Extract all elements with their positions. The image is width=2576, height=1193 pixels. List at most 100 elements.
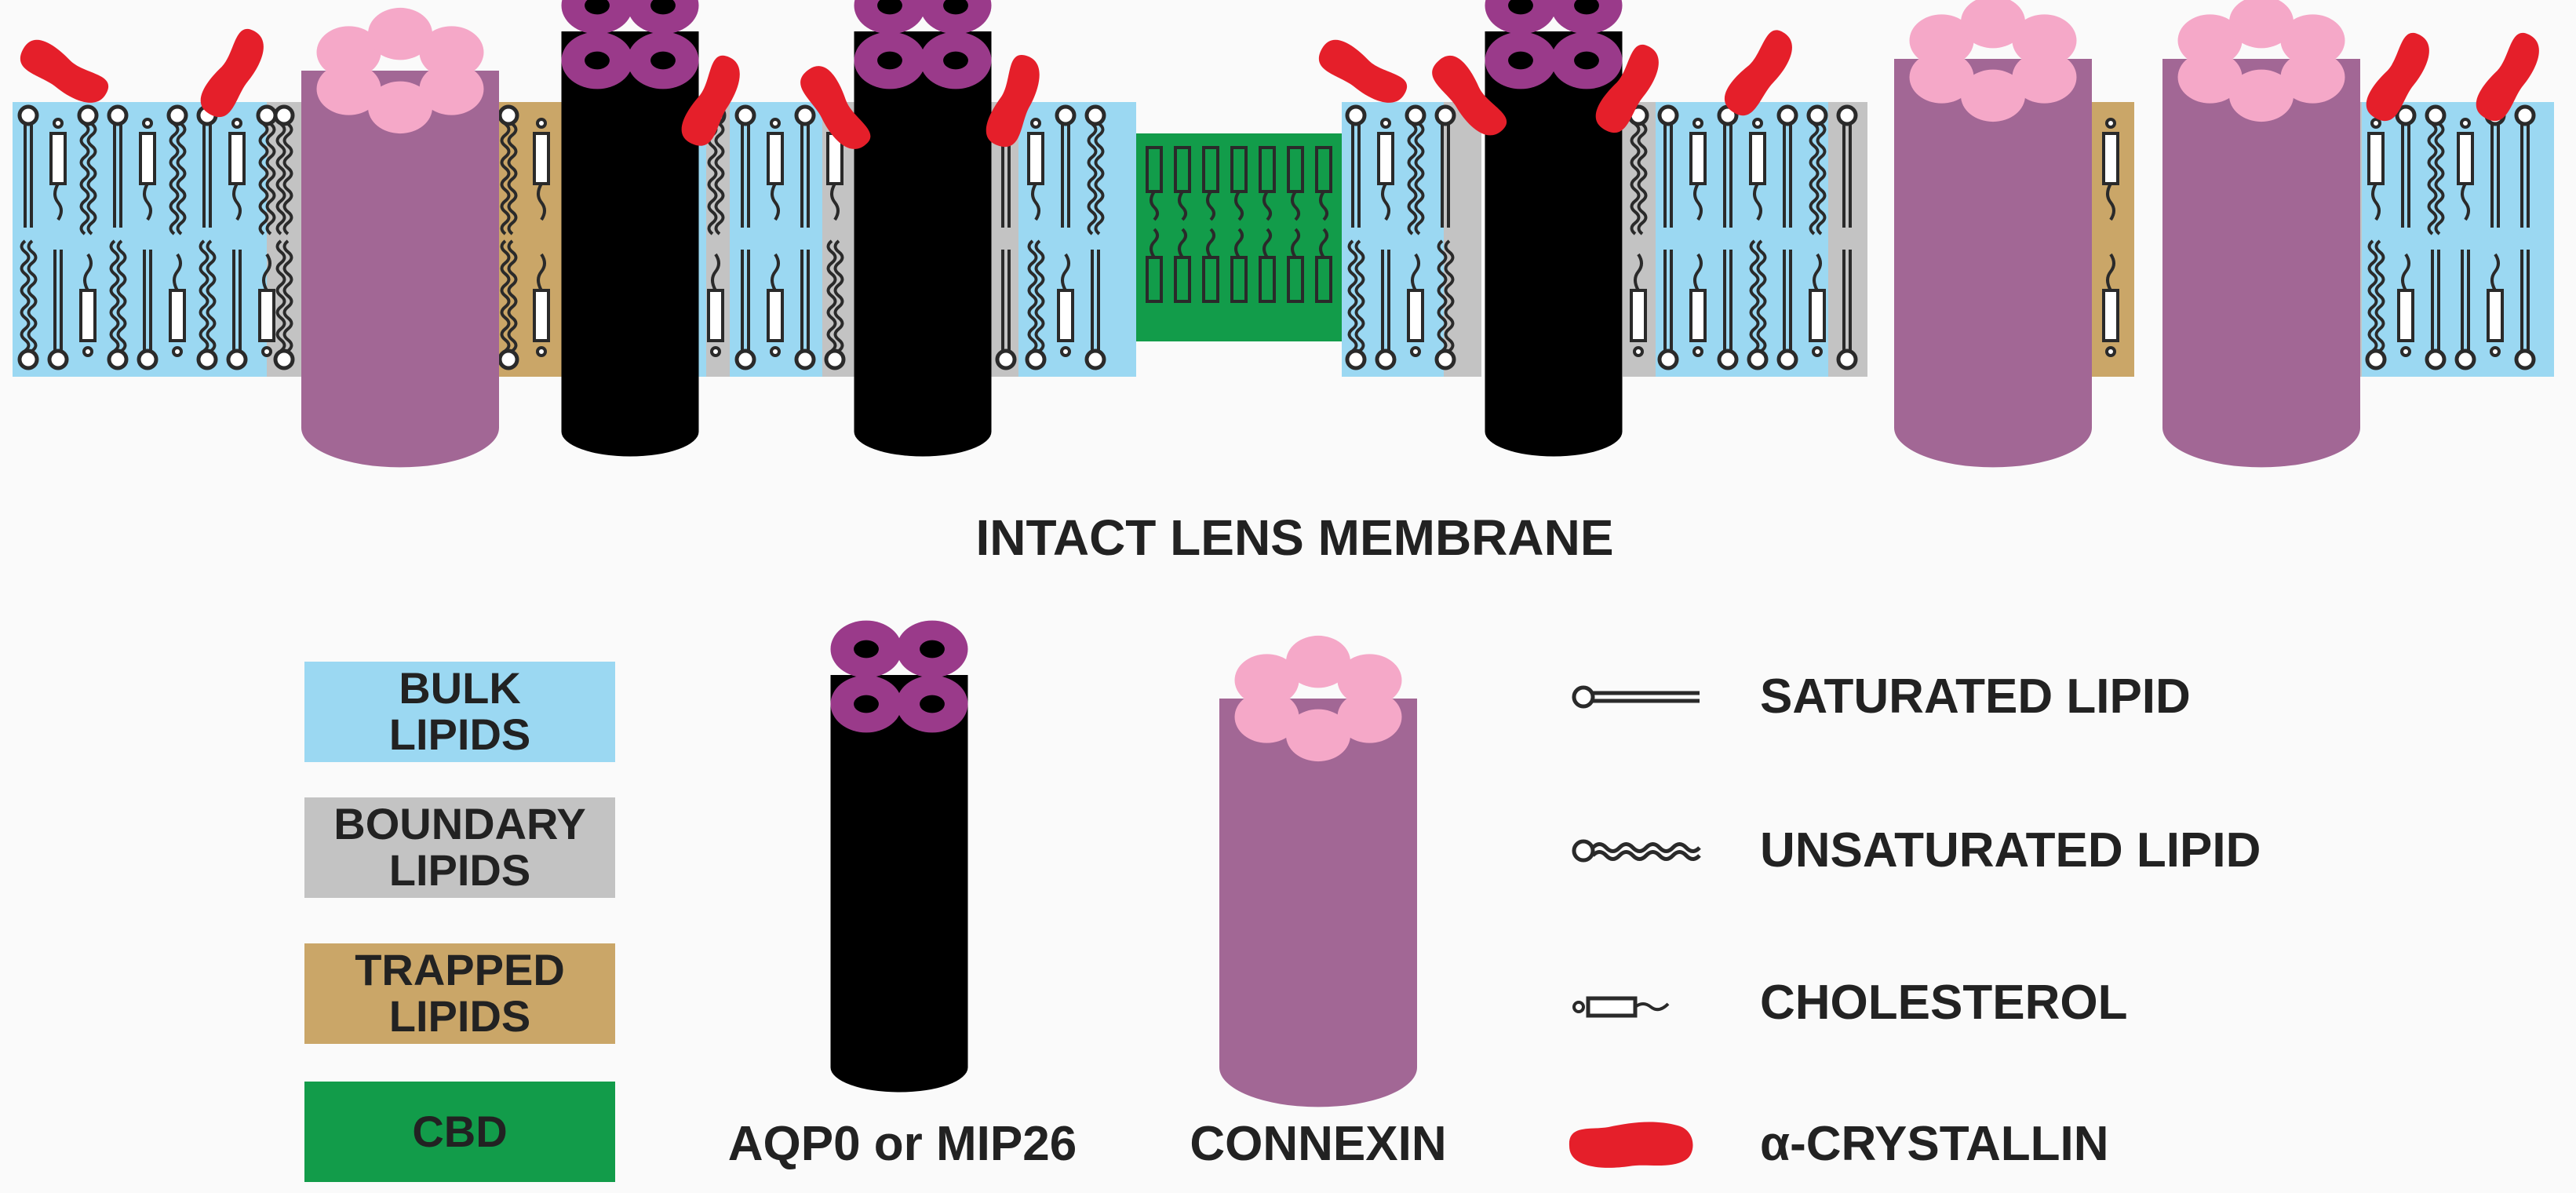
- unsaturated-lipid: [77, 104, 99, 235]
- saturated-lipid: [1717, 250, 1739, 370]
- unsaturated-lipid: [2425, 104, 2447, 235]
- unsaturated-lipid: [273, 239, 295, 370]
- unsaturated-lipid: [1025, 239, 1047, 370]
- unsaturated-lipid: [497, 104, 519, 235]
- saturated-lipid: [1776, 104, 1798, 228]
- membrane-bilayer: [13, 0, 2554, 468]
- cholesterol: [228, 118, 246, 221]
- swatch-cbd: CBD: [304, 1082, 615, 1182]
- boundary-lipid-region: [1828, 102, 1867, 377]
- saturated-lipid: [1836, 250, 1858, 370]
- cholesterol: [707, 253, 724, 357]
- cholesterol: [258, 253, 275, 357]
- cholesterol: [2102, 118, 2119, 221]
- swatch-label: CBD: [412, 1106, 508, 1156]
- legend-crystallin: α-CRYSTALLIN: [1760, 1117, 2109, 1171]
- diagram-title: INTACT LENS MEMBRANE: [975, 509, 1614, 566]
- unsaturated-lipid: [497, 239, 519, 370]
- unsaturated-lipid: [166, 104, 188, 235]
- alpha-crystallin: [681, 55, 740, 146]
- unsaturated-lipid: [2365, 239, 2387, 370]
- saturated-lipid: [137, 250, 158, 370]
- unsaturated-lipid: [107, 239, 129, 370]
- unsaturated-lipid: [1084, 104, 1106, 235]
- unsaturated-lipid: [1345, 239, 1367, 370]
- saturated-lipid: [1836, 104, 1858, 228]
- alpha-crystallin: [20, 39, 108, 103]
- saturated-lipid: [1345, 104, 1367, 228]
- legend-icons: [830, 620, 1701, 1168]
- cholesterol: [1689, 253, 1707, 357]
- unsaturated-lipid: [196, 239, 218, 370]
- aqp0-protein: [561, 0, 699, 457]
- cholesterol-icon: [1572, 996, 1670, 1018]
- saturated-lipid: [1776, 250, 1798, 370]
- saturated-lipid: [1055, 104, 1077, 228]
- cholesterol: [2367, 118, 2385, 221]
- unsaturated-lipid-icon: [1572, 839, 1701, 863]
- saturated-lipid: [1434, 104, 1456, 228]
- saturated-lipid-icon: [1572, 685, 1700, 709]
- saturated-lipid: [734, 250, 756, 370]
- legend-unsaturated-lipid: UNSATURATED LIPID: [1760, 823, 2261, 877]
- cbd-domain: [1136, 133, 1342, 341]
- alpha-crystallin: [986, 54, 1040, 148]
- saturated-lipid: [1657, 250, 1679, 370]
- swatch-label: BULK: [399, 663, 521, 713]
- unsaturated-lipid: [1806, 104, 1828, 235]
- cholesterol: [1407, 253, 1424, 357]
- swatch-label: LIPIDS: [388, 845, 531, 895]
- aqp0-label: AQP0 or MIP26: [727, 1117, 1077, 1171]
- saturated-lipid: [2514, 250, 2536, 370]
- swatch-label: LIPIDS: [388, 710, 531, 759]
- alpha-crystallin: [1432, 55, 1507, 136]
- saturated-lipid: [794, 104, 816, 228]
- legend-saturated-lipid: SATURATED LIPID: [1760, 669, 2191, 724]
- alpha-crystallin: [800, 66, 871, 149]
- connexin-icon: [1219, 635, 1417, 1107]
- saturated-lipid: [2514, 104, 2536, 228]
- connexin-label: CONNEXIN: [1190, 1117, 1447, 1171]
- unsaturated-lipid: [824, 239, 846, 370]
- alpha-crystallin: [2476, 33, 2539, 122]
- cholesterol: [49, 118, 67, 221]
- cholesterol: [533, 118, 550, 221]
- saturated-lipid: [734, 104, 756, 228]
- connexin-protein: [301, 7, 499, 468]
- saturated-lipid: [2454, 250, 2476, 370]
- connexin-protein: [1894, 0, 2092, 468]
- unsaturated-lipid: [1747, 239, 1769, 370]
- cholesterol: [1057, 253, 1074, 357]
- cholesterol: [2397, 253, 2414, 357]
- legend-cholesterol: CHOLESTEROL: [1760, 976, 2128, 1030]
- cholesterol: [169, 253, 186, 357]
- alpha-crystallin: [1318, 39, 1407, 103]
- cholesterol: [1630, 253, 1647, 357]
- cholesterol: [1377, 118, 1394, 221]
- cholesterol: [139, 118, 156, 221]
- alpha-crystallin: [200, 29, 264, 118]
- unsaturated-lipid: [17, 239, 39, 370]
- alpha-crystallin: [1595, 45, 1659, 133]
- alpha-crystallin: [1724, 30, 1792, 116]
- saturated-lipid: [17, 104, 39, 228]
- unsaturated-lipid: [273, 104, 295, 235]
- swatch-label: TRAPPED: [355, 945, 565, 995]
- unsaturated-lipid: [1405, 104, 1426, 235]
- cholesterol: [2102, 253, 2119, 357]
- cholesterol: [767, 253, 784, 357]
- cholesterol: [1809, 253, 1826, 357]
- saturated-lipid: [107, 104, 129, 228]
- cholesterol: [1749, 118, 1766, 221]
- cholesterol: [533, 253, 550, 357]
- cholesterol: [767, 118, 784, 221]
- saturated-lipid: [1657, 104, 1679, 228]
- cholesterol: [1027, 118, 1044, 221]
- connexin-protein: [2162, 0, 2360, 468]
- cholesterol: [79, 253, 97, 357]
- aqp0-protein: [854, 0, 992, 457]
- aqp0-icon: [830, 620, 968, 1093]
